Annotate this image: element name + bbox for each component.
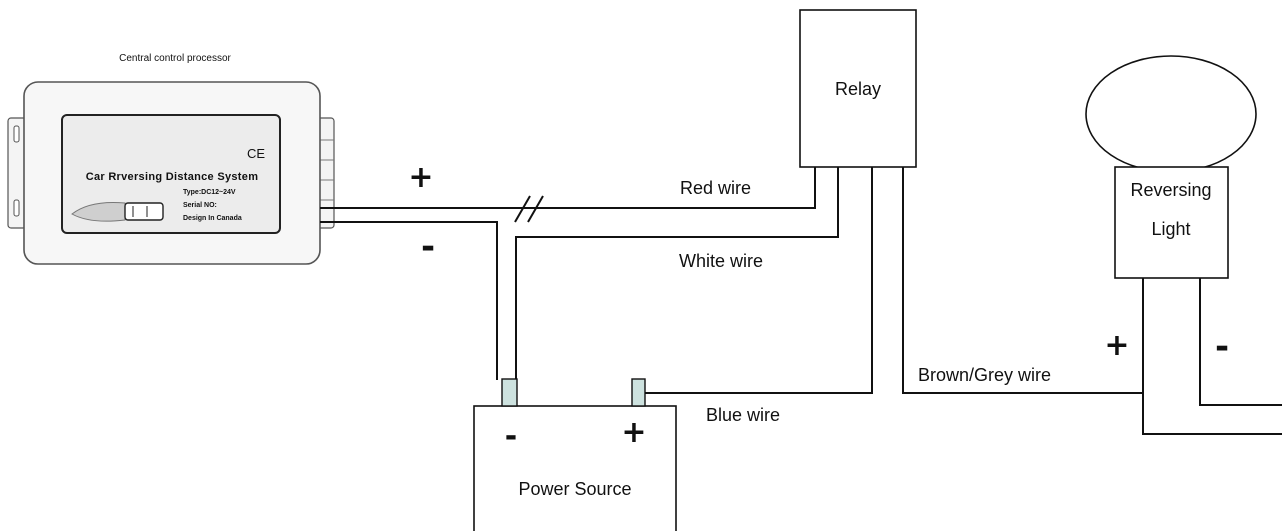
processor-negative-sign: -: [421, 227, 435, 267]
white-wire: [515, 167, 839, 380]
power-source-label: Power Source: [518, 479, 631, 499]
processor-design: Design In Canada: [183, 215, 242, 222]
white-wire-label: White wire: [679, 251, 763, 271]
bulb: [1085, 55, 1257, 173]
negative-wire: [320, 221, 498, 380]
processor-positive-sign: +: [408, 160, 433, 195]
relay: Relay: [799, 9, 917, 168]
wires: [320, 167, 1282, 435]
sensor-plug-graphic: [124, 202, 164, 221]
brown-grey-wire-label: Brown/Grey wire: [918, 365, 1051, 385]
blue-wire-label: Blue wire: [706, 405, 780, 425]
processor-title: Car Rrversing Distance System: [86, 171, 259, 183]
processor-caption: Central control processor: [119, 53, 231, 64]
positive-terminal: [631, 378, 646, 407]
reversing-light: Reversing Light: [1085, 55, 1257, 279]
red-wire: [320, 167, 816, 209]
light-base-box: [1114, 166, 1229, 279]
red-wire-label: Red wire: [680, 178, 751, 198]
light-positive-lead: [1142, 278, 1282, 435]
left-mount-hole: [13, 125, 20, 143]
blue-wire: [645, 167, 873, 394]
power-source-box: [473, 405, 677, 531]
light-label-line1: Reversing: [1130, 180, 1211, 200]
processor-type: Type:DC12~24V: [183, 189, 236, 196]
relay-label: Relay: [835, 79, 881, 99]
processor-serial: Serial NO:: [183, 202, 217, 209]
light-label-line2: Light: [1151, 219, 1190, 239]
power-source: - + Power Source: [473, 378, 677, 531]
negative-terminal: [501, 378, 518, 407]
relay-box: [799, 9, 917, 168]
ce-mark: CE: [247, 146, 265, 161]
wire-break-mark: [514, 195, 531, 223]
power-positive-sign: +: [621, 415, 646, 450]
light-negative-sign: -: [1215, 327, 1229, 367]
light-negative-lead: [1199, 278, 1282, 406]
light-positive-sign: +: [1104, 328, 1129, 363]
left-mount-hole: [13, 199, 20, 217]
wire-break-mark: [527, 195, 544, 223]
power-negative-sign: -: [505, 419, 517, 454]
central-control-processor: Central control processor CE Car Rrversi…: [7, 53, 335, 265]
brown-grey-wire: [902, 167, 1143, 394]
